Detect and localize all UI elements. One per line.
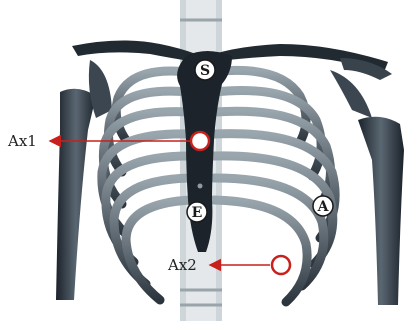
side-marker-label: A bbox=[317, 199, 330, 215]
sternum-bottom-marker: E bbox=[187, 202, 207, 222]
sternum-top-label: S bbox=[200, 63, 210, 79]
sternum-bottom-label: E bbox=[192, 205, 203, 221]
ax2-label: Ax2 bbox=[167, 256, 197, 274]
ax1-ring bbox=[191, 132, 209, 150]
ax2-ring bbox=[272, 256, 290, 274]
side-marker: A bbox=[313, 196, 333, 216]
ax1-label: Ax1 bbox=[7, 132, 37, 150]
sternum-top-marker: S bbox=[195, 60, 215, 80]
